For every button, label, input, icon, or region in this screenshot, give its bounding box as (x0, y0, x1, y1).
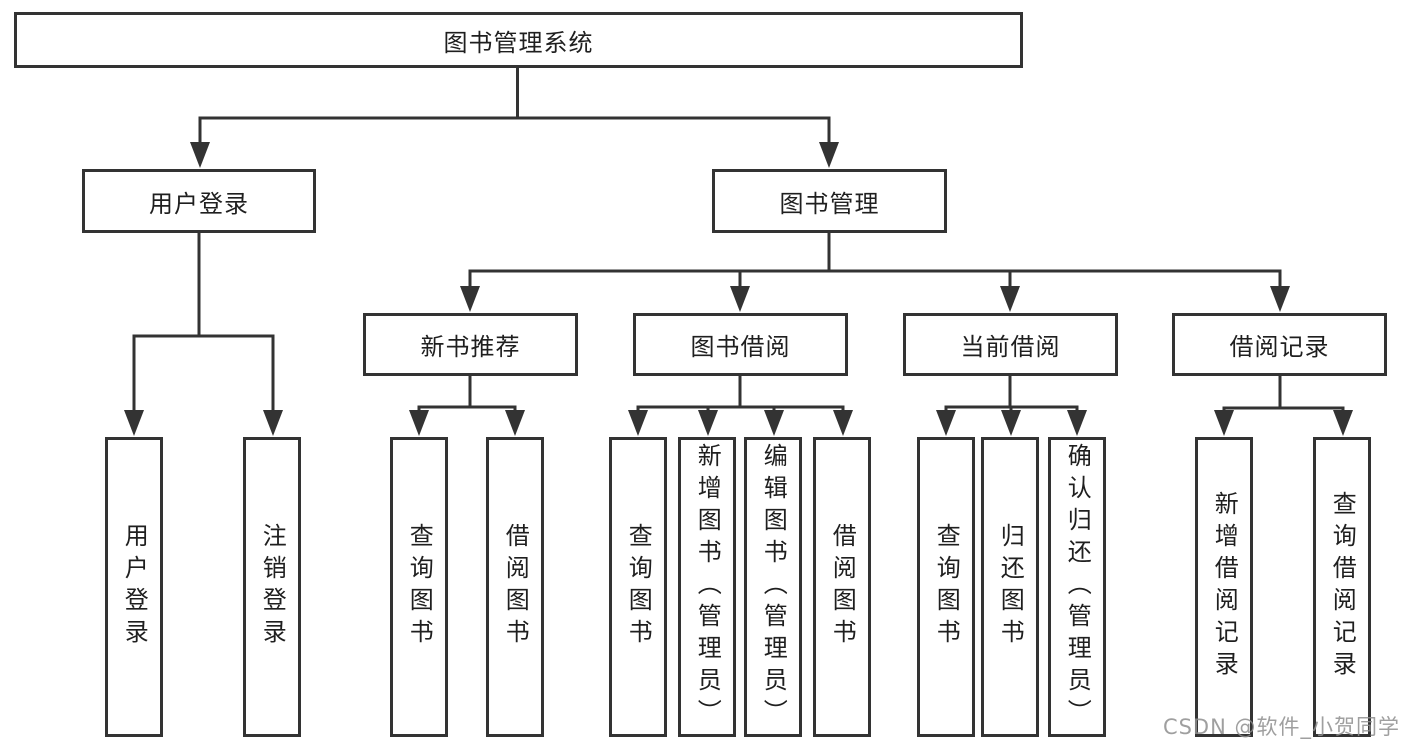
node-label: 新增借阅记录 (1210, 491, 1239, 683)
node-label: 查询图书 (624, 523, 653, 651)
node-label: 查询图书 (932, 523, 961, 651)
leaf-query-books: 查询图书 (917, 437, 975, 737)
node-borrowing-records: 借阅记录 (1172, 313, 1387, 376)
leaf-user-login: 用户登录 (105, 437, 163, 737)
node-book-management: 图书管理 (712, 169, 947, 233)
leaf-borrow-books: 借阅图书 (813, 437, 871, 737)
node-label: 注销登录 (258, 523, 287, 651)
node-book-borrowing: 图书借阅 (633, 313, 848, 376)
node-current-borrowing: 当前借阅 (903, 313, 1118, 376)
leaf-add-books-admin: 新增图书（管理员） (678, 437, 736, 737)
node-label: 借阅图书 (828, 523, 857, 651)
node-label: 归还图书 (996, 523, 1025, 651)
node-label: 新书推荐 (420, 333, 521, 361)
csdn-watermark: CSDN @软件_小贺同学 (1162, 715, 1400, 739)
node-label: 编辑图书（管理员） (759, 443, 788, 731)
leaf-confirm-return-admin: 确认归还（管理员） (1048, 437, 1106, 737)
leaf-query-books: 查询图书 (390, 437, 448, 737)
node-label: 图书管理系统 (443, 28, 594, 57)
node-label: 新增图书（管理员） (693, 443, 722, 731)
node-label: 用户登录 (120, 523, 149, 651)
leaf-return-books: 归还图书 (981, 437, 1039, 737)
leaf-edit-books-admin: 编辑图书（管理员） (744, 437, 802, 737)
node-label: 借阅图书 (501, 523, 530, 651)
leaf-query-books: 查询图书 (609, 437, 667, 737)
leaf-borrow-books: 借阅图书 (486, 437, 544, 737)
leaf-query-borrow-record: 查询借阅记录 (1313, 437, 1371, 737)
node-label: 用户登录 (149, 189, 249, 218)
node-label: 查询借阅记录 (1328, 491, 1357, 683)
node-label: 确认归还（管理员） (1063, 443, 1092, 731)
node-label: 图书借阅 (690, 333, 791, 361)
node-label: 当前借阅 (960, 333, 1061, 361)
node-label: 查询图书 (405, 523, 434, 651)
node-library-management-system: 图书管理系统 (14, 12, 1023, 68)
node-label: 借阅记录 (1229, 333, 1330, 361)
node-new-book-recommendation: 新书推荐 (363, 313, 578, 376)
node-user-login: 用户登录 (82, 169, 316, 233)
node-label: 图书管理 (779, 189, 880, 218)
leaf-add-borrow-record: 新增借阅记录 (1195, 437, 1253, 737)
leaf-logout: 注销登录 (243, 437, 301, 737)
